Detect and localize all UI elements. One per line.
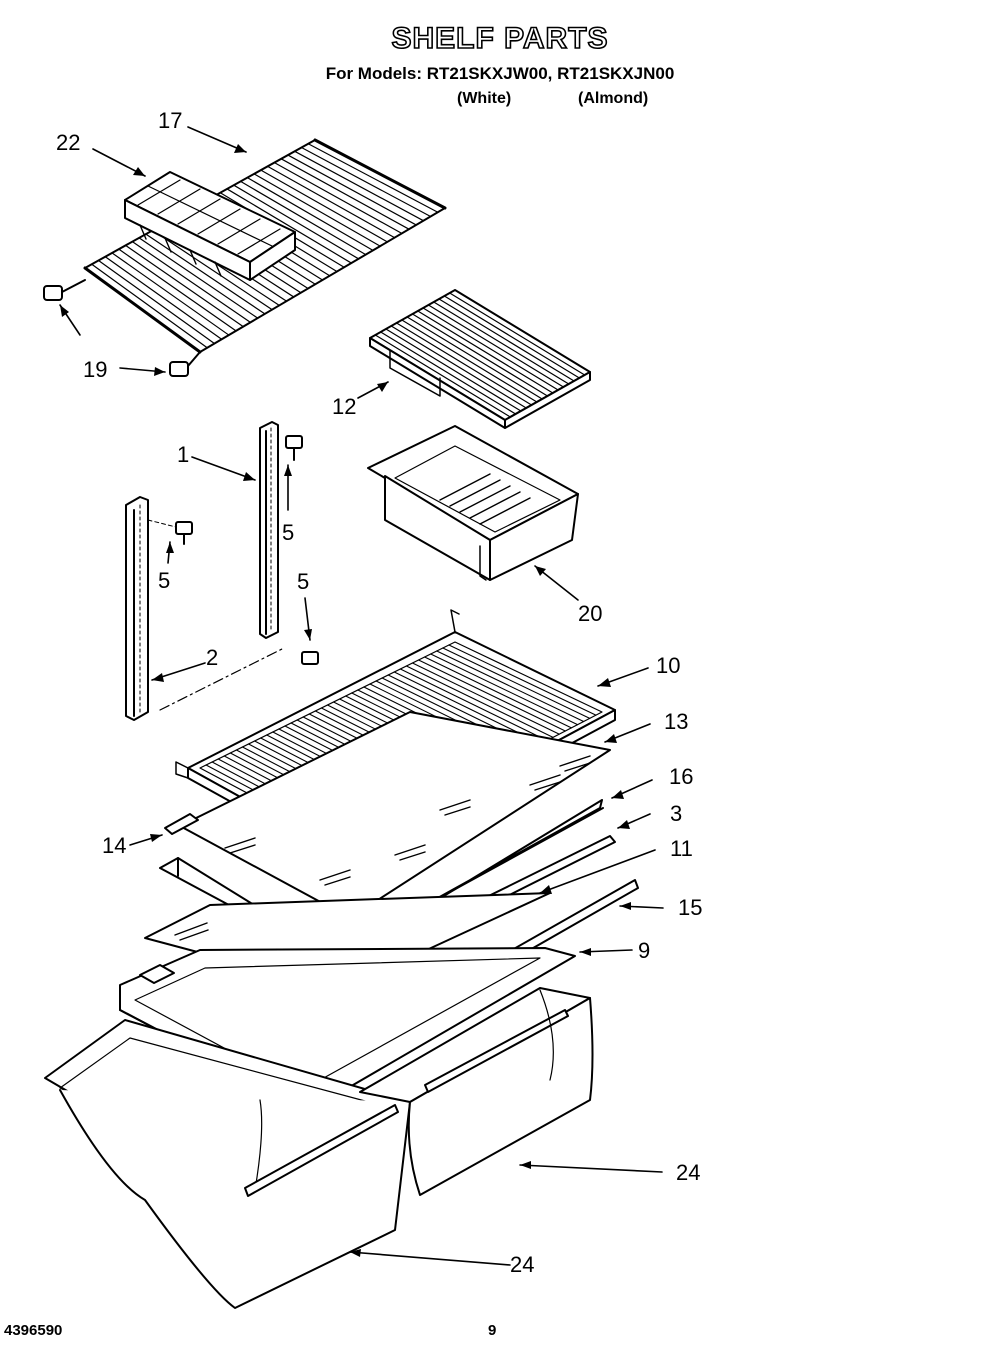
variant-white-label: (White) (457, 90, 512, 107)
callout-3: 3 (670, 801, 682, 826)
page-number: 9 (488, 1322, 497, 1339)
callout-22: 22 (56, 130, 80, 155)
document-number: 4396590 (4, 1322, 63, 1339)
callout-13: 13 (664, 709, 688, 734)
callout-2: 2 (206, 645, 218, 670)
shelf-trim-part (164, 813, 199, 835)
models-line: For Models: RT21SKXJW00, RT21SKXJN00 (325, 64, 675, 83)
callout-16: 16 (669, 764, 693, 789)
callout-5-middle: 5 (158, 568, 170, 593)
shelf-end-cap-right (169, 351, 201, 377)
callout-11: 11 (670, 836, 693, 861)
callout-5-upper: 5 (282, 520, 294, 545)
glass-shelf-part (179, 711, 611, 919)
screw-middle (175, 521, 193, 545)
callout-5-lower: 5 (297, 569, 309, 594)
callout-24-upper: 24 (676, 1160, 700, 1185)
screw-lower (301, 651, 319, 665)
callout-24-lower: 24 (510, 1252, 534, 1277)
crisper-drawer-left (44, 1019, 411, 1309)
crisper-cover-part (369, 289, 591, 429)
callout-14: 14 (102, 833, 126, 858)
callout-12: 12 (332, 394, 356, 419)
diagram-title: SHELF PARTS (391, 21, 609, 56)
shelf-support-rail-right (259, 421, 279, 639)
callout-arrowheads (60, 144, 631, 1257)
screw-upper (285, 435, 303, 461)
callout-17: 17 (158, 108, 182, 133)
callout-15: 15 (678, 895, 702, 920)
ice-tray-part (124, 171, 296, 281)
callout-1: 1 (177, 442, 189, 467)
callout-9: 9 (638, 938, 650, 963)
shelf-support-rail-left (125, 496, 149, 721)
storage-bin-part (367, 425, 579, 581)
crisper-drawer-right (359, 987, 594, 1196)
callout-20: 20 (578, 601, 602, 626)
variant-almond-label: (Almond) (578, 90, 649, 107)
shelf-end-cap-left (43, 279, 86, 301)
callout-labels: 17 22 19 12 1 5 5 5 2 20 10 13 16 3 14 1… (56, 108, 702, 1277)
callout-10: 10 (656, 653, 680, 678)
callout-19: 19 (83, 357, 107, 382)
